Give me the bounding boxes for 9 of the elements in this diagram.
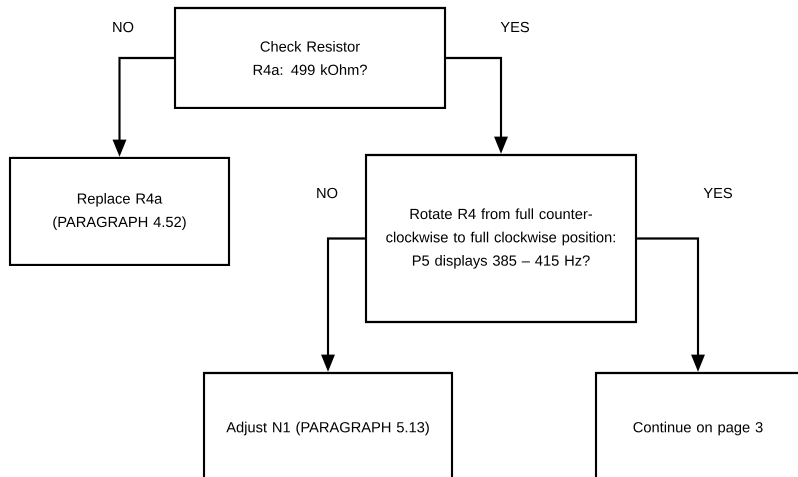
edge-label: YES: [702, 186, 734, 200]
process-box: Continue on page 3: [594, 372, 798, 477]
process-box: Adjust N1 (PARAGRAPH 5.13): [202, 372, 454, 477]
process-box: Rotate R4 from full counter-clockwise to full clockwise position: P5 displays 385 – 415 Hz?: [364, 154, 638, 324]
edge-label: NO: [110, 20, 136, 34]
process-box: Replace R4a (PARAGRAPH 4.52): [8, 156, 230, 266]
edge-label: YES: [499, 20, 532, 34]
process-box: Check Resistor R4a: 499 kOhm?: [174, 6, 446, 110]
edge-label: NO: [314, 186, 340, 200]
